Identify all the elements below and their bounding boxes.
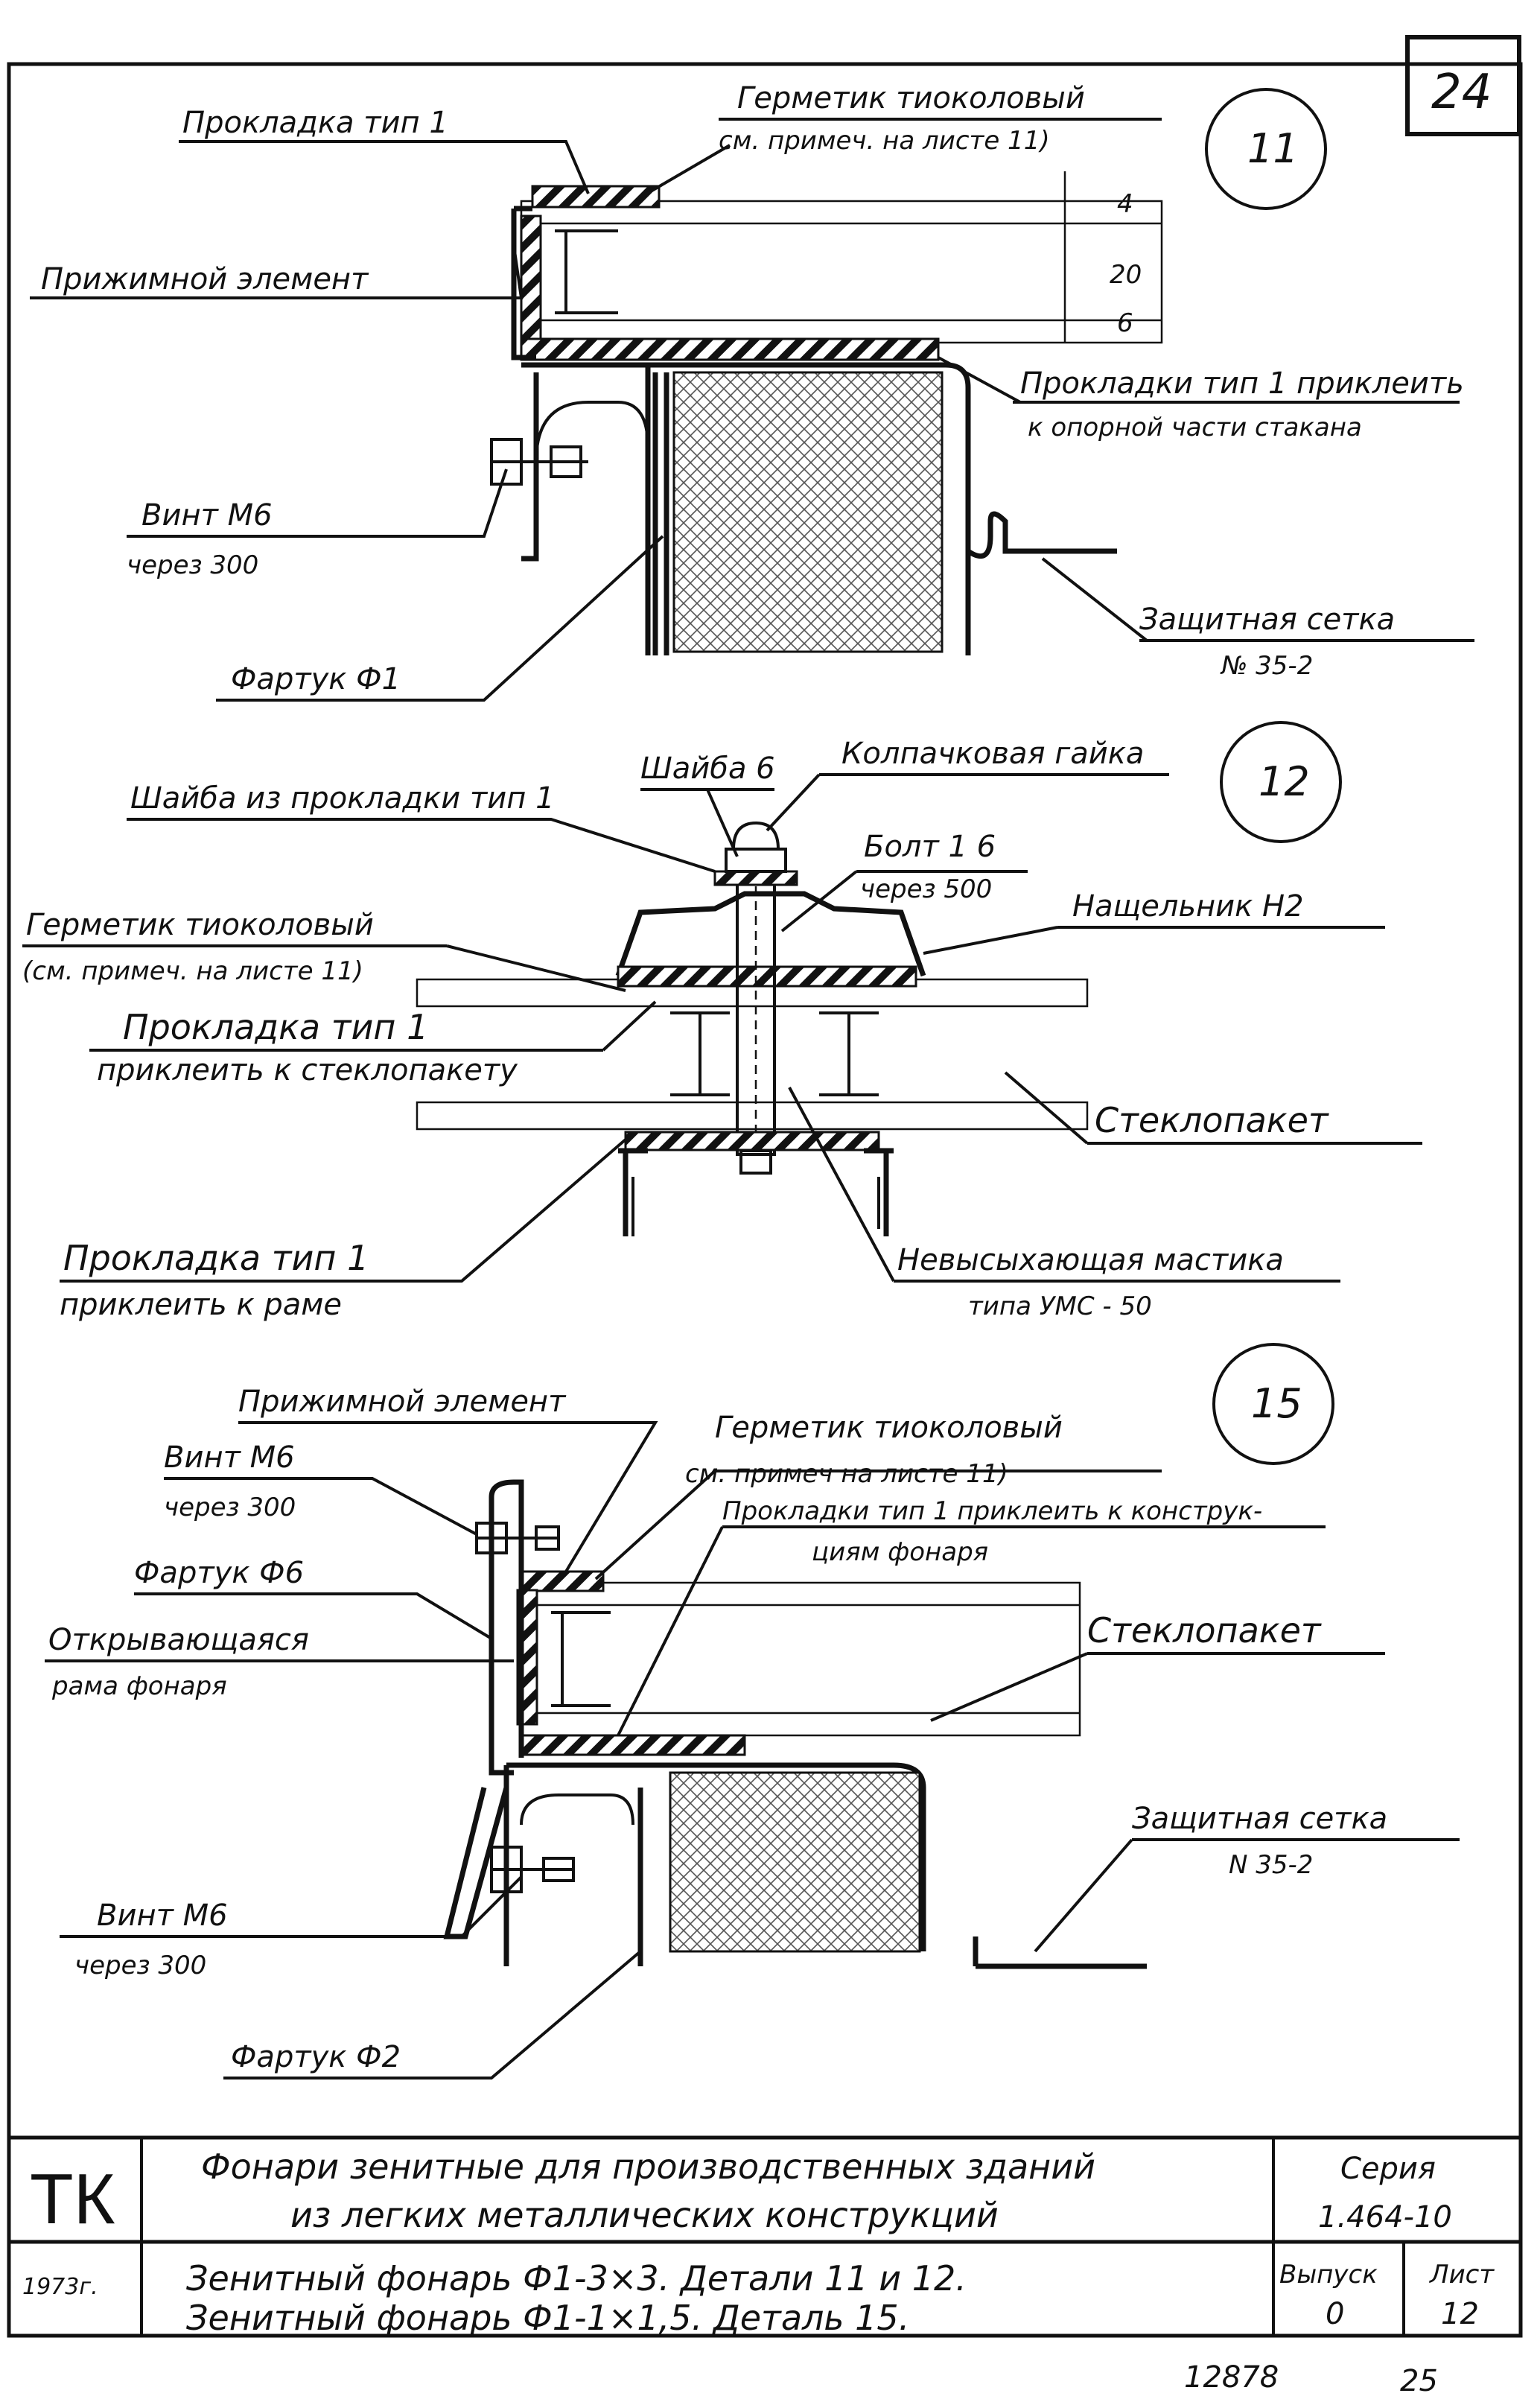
label-screw-11-l2: через 300 [127,550,258,580]
label-glass-unit-12: Стеклопакет [1095,1100,1329,1140]
label-frame-15-l2: рама фонаря [51,1671,227,1701]
series-value: 1.464-10 [1318,2200,1452,2234]
label-apron-f6: Фартук Ф6 [134,1556,304,1590]
label-screw-15-top-l2: через 300 [164,1493,296,1522]
label-sealant-11-l2: см. примеч. на листе 11) [719,126,1050,156]
title-year: 1973г. [22,2274,98,2300]
support-frame-15 [506,1762,926,1951]
dim-mid-11: 20 [1110,260,1142,290]
label-gasket-12-l1: Прокладка тип 1 [123,1007,428,1047]
label-sealant-11-l1: Герметик тиоколовый [737,81,1085,115]
label-cover-h2: Нащельник Н2 [1072,889,1304,924]
label-sealant-15-l1: Герметик тиоколовый [715,1411,1063,1445]
sheet-border [7,62,1523,2338]
label-screw-15-bot-l1: Винт М6 [97,1899,228,1933]
detail-12: 12 [22,721,1422,1322]
label-apron-f1: Фартук Ф1 [231,662,401,696]
clamp-11 [511,206,536,360]
issue-value: 0 [1326,2297,1344,2331]
subtitle-line-2: Зенитный фонарь Ф1-1×1,5. Деталь 15. [186,2298,909,2338]
detail-15: 15 [45,1343,1460,2079]
gasket-12-top [617,965,917,988]
label-bolt-12-l1: Болт 1 6 [864,830,996,864]
sheet-label: Лист [1428,2260,1495,2290]
glass-unit-12-bottom [416,1101,1089,1131]
frame-12 [618,1148,894,1236]
apron-f1 [652,372,669,655]
label-gaskets-glue-11-l2: к опорной части стакана [1028,413,1362,442]
detail-15-marker [1212,1343,1334,1465]
screw-m6-15-top [475,1522,560,1554]
label-gasket-type1-11: Прокладка тип 1 [182,106,448,140]
apron-f6 [443,1787,509,1939]
title-line-1: Фонари зенитные для производственных зда… [201,2147,1095,2187]
gasket-top-11 [531,185,661,209]
cover-plate-h2 [615,891,926,977]
gasket-side-11 [520,215,542,344]
gasket-bottom-11 [520,337,940,361]
insulation-11 [672,371,944,653]
subtitle-line-1: Зенитный фонарь Ф1-3×3. Детали 11 и 12. [186,2258,967,2298]
bottom-page: 25 [1400,2364,1438,2398]
screw-m6-11 [490,438,588,486]
title-block: ТК 1973г. Фонари зенитные для производст… [9,2135,1521,2338]
label-washer-gasket: Шайба из прокладки тип 1 [130,781,555,816]
title-line-2: из легких металлических конструкций [290,2195,999,2235]
label-net-15-l2: N 35-2 [1229,1850,1313,1880]
series-label: Серия [1340,2152,1436,2186]
label-washer6: Шайба 6 [640,752,775,786]
gasket-12-bottom [624,1131,880,1151]
label-gaskets-15-l2: циям фонаря [812,1537,988,1567]
label-sealant-12-l2: (см. примеч. на листе 11) [22,956,363,986]
bottom-code: 12878 [1184,2360,1279,2395]
label-net-11-l2: № 35-2 [1220,651,1313,681]
insulation-15 [669,1771,921,1953]
label-clamp-11: Прижимной элемент [41,262,369,296]
label-mastic-l2: типа УМС - 50 [968,1291,1152,1321]
sheet-number: 24 [1431,65,1492,120]
detail-15-number: 15 [1251,1380,1302,1427]
net-hook-11 [967,511,1117,559]
sheet-value: 12 [1441,2297,1479,2331]
label-screw-11-l1: Винт М6 [141,498,273,533]
detail-11-marker [1205,88,1327,210]
label-glass-unit-15: Стеклопакет [1087,1610,1322,1650]
label-screw-15-top-l1: Винт М6 [164,1440,295,1475]
label-sealant-12-l1: Герметик тиоколовый [26,908,374,942]
org-code: ТК [30,2159,115,2239]
detail-12-number: 12 [1259,758,1310,805]
gasket-15-top [520,1570,605,1592]
label-screw-15-bot-l2: через 300 [74,1951,206,1980]
label-gaskets-glue-11-l1: Прокладки тип 1 приклеить [1020,366,1464,401]
washer-12 [713,870,798,886]
label-sealant-15-l2: см. примеч на листе 11) [685,1459,1008,1489]
label-cap-nut: Колпачковая гайка [841,737,1144,771]
detail-11: 11 4 20 6 [30,81,1474,702]
dim-top-11: 4 [1117,189,1133,219]
label-clamp-15: Прижимной элемент [238,1385,567,1419]
label-gasket-12-l2: приклеить к стеклопакету [97,1053,518,1087]
detail-11-number: 11 [1247,125,1299,172]
label-gasket-frame-l1: Прокладка тип 1 [63,1238,369,1278]
label-net-11-l1: Защитная сетка [1139,603,1395,637]
detail-12-marker [1220,721,1342,843]
label-gasket-frame-l2: приклеить к раме [60,1288,342,1322]
label-apron-f2: Фартук Ф2 [231,2040,401,2074]
cap-nut-12 [732,821,780,850]
gasket-15-bottom [520,1734,746,1756]
dim-bot-11: 6 [1117,308,1133,338]
issue-label: Выпуск [1279,2260,1378,2290]
label-mastic-l1: Невысыхающая мастика [897,1243,1284,1277]
label-frame-15-l1: Открывающаяся [48,1623,309,1657]
label-bolt-12-l2: через 500 [860,874,992,904]
label-net-15-l1: Защитная сетка [1132,1802,1387,1836]
net-hook-15 [973,1936,1147,1969]
label-gaskets-15-l1: Прокладки тип 1 приклеить к конструк- [722,1496,1262,1526]
sheet-number-box [1405,35,1521,136]
